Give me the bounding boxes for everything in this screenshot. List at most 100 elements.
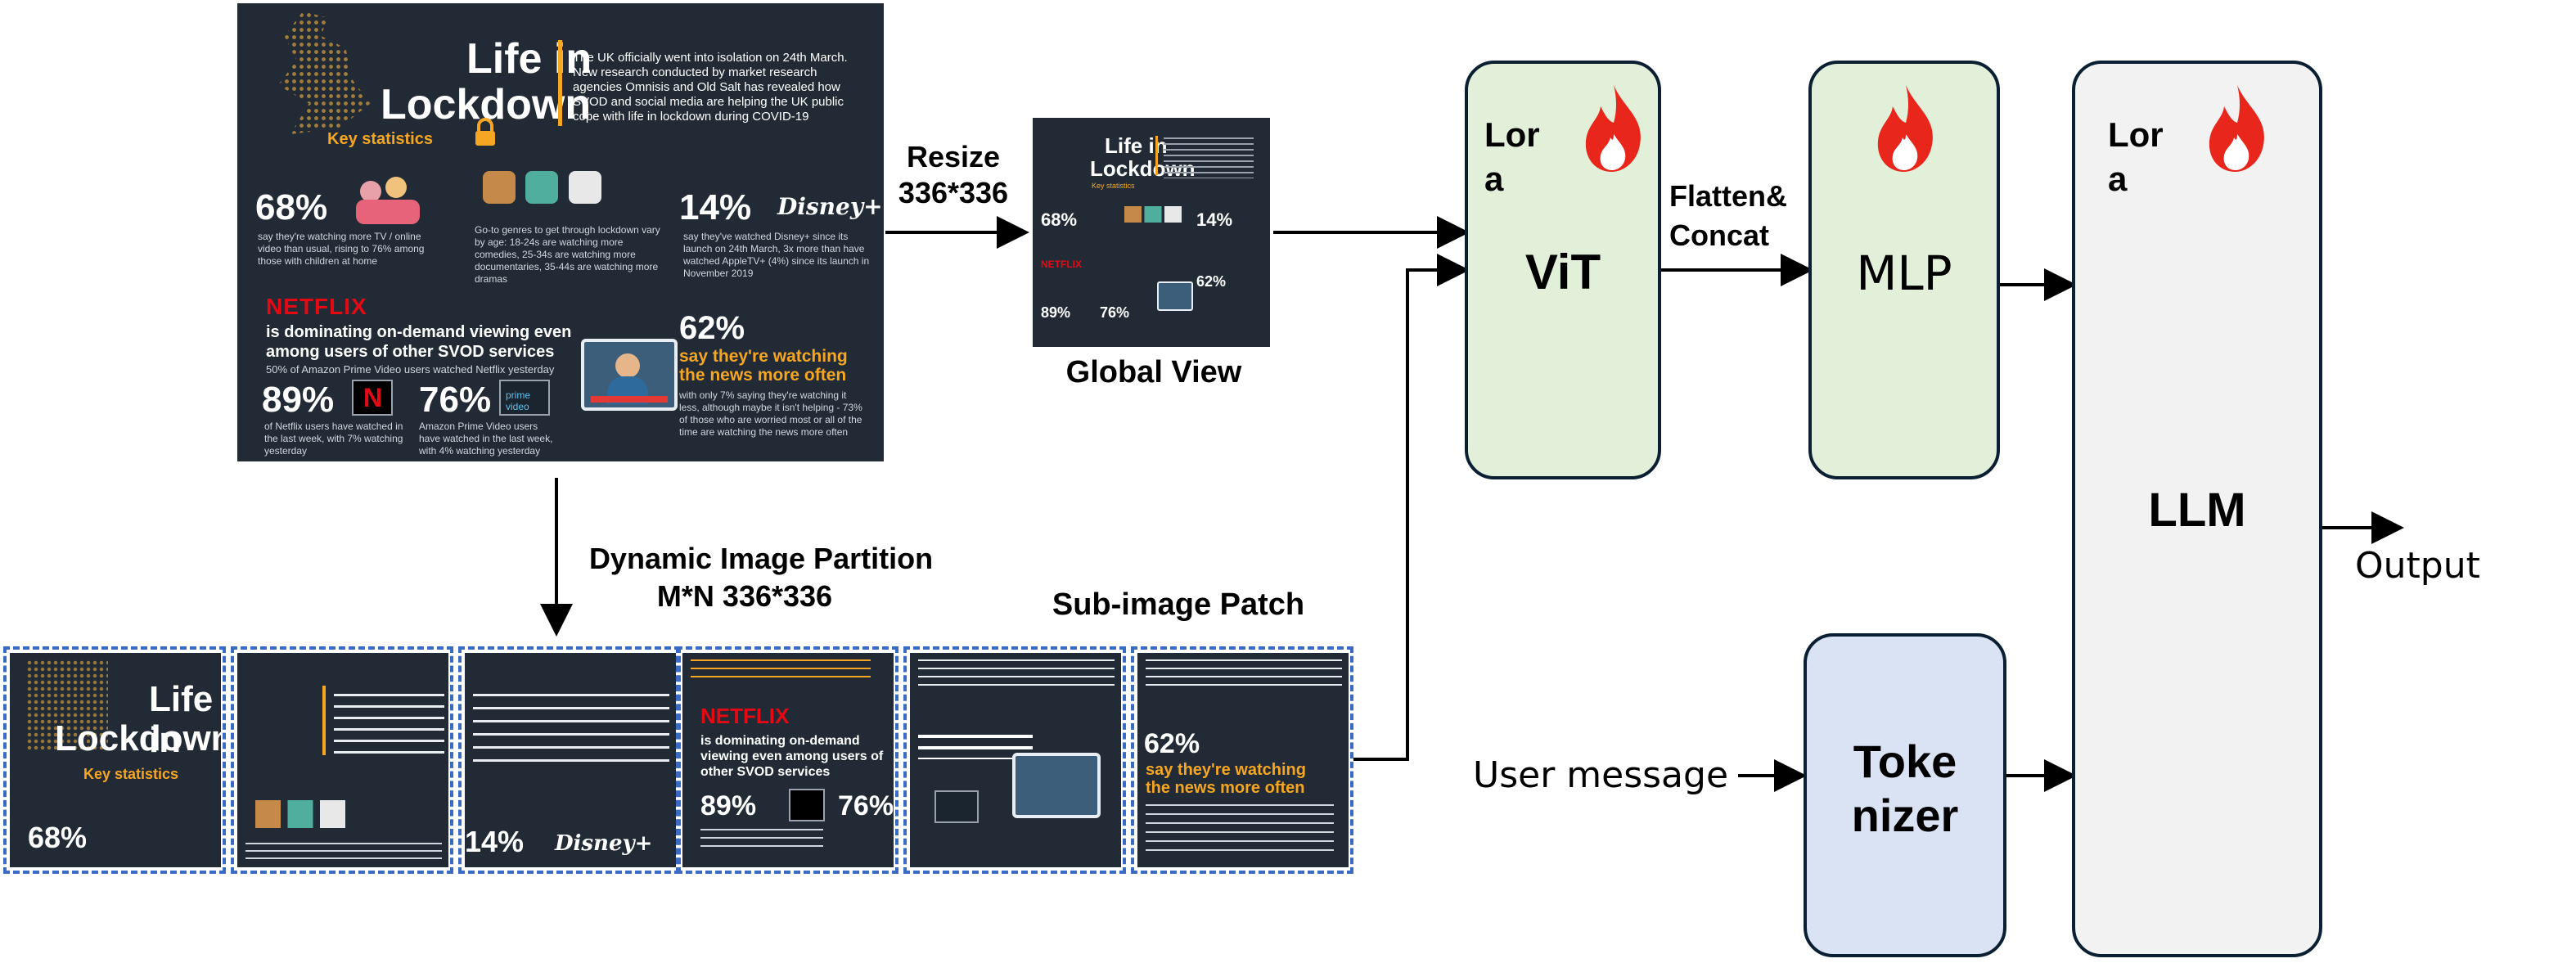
tile4-stat-76: 76% xyxy=(838,790,894,821)
tokenizer-box: Toke nizer xyxy=(1804,633,2006,957)
tile6-stat-62-headline: say they're watching the news more often xyxy=(1146,761,1306,797)
tile2-genre-lines xyxy=(245,843,442,862)
stat-14-text: say they've watched Disney+ since its la… xyxy=(683,231,870,279)
netflix-logo: NETFLIX xyxy=(266,294,367,319)
vit-label: ViT xyxy=(1524,245,1601,299)
mlp-label: MLP xyxy=(1856,245,1952,301)
tile5-prime-box xyxy=(934,790,979,823)
resize-label: Resize 336*336 xyxy=(892,139,1015,211)
sub-image-6 xyxy=(1131,646,1353,874)
tile4-stat-89: 89% xyxy=(700,790,757,821)
fire-icon xyxy=(1585,85,1641,172)
infographic-title: Life in Lockdown xyxy=(381,35,592,128)
tile2-genre-icons xyxy=(255,800,345,828)
llm-lora-line1: Lor xyxy=(2108,115,2164,154)
comedy-icon xyxy=(483,171,516,204)
vit-lora-line2: a xyxy=(1484,160,1504,198)
genre-icons xyxy=(483,171,608,208)
sub-image-3-content: 14% Disney+ xyxy=(465,653,676,867)
stat-62: 62% xyxy=(679,310,745,346)
fire-icon xyxy=(2209,85,2264,172)
stat-76: 76% xyxy=(419,380,492,420)
tile4-netflix-box xyxy=(789,789,825,821)
family-icon xyxy=(356,177,421,226)
tile3-intro-lines xyxy=(473,694,669,767)
tokenizer-line2: nizer xyxy=(1851,790,1959,841)
vit-lora-line1: Lor xyxy=(1484,115,1540,154)
title-line1: Life in xyxy=(466,35,592,83)
stat-14: 14% xyxy=(679,187,752,227)
flatten-label: Flatten& Concat xyxy=(1669,177,1800,255)
vit-lora-label: Lor a xyxy=(1484,113,1540,201)
sub-image-5-content xyxy=(910,653,1121,867)
tile1-title-line2: Lockdown xyxy=(55,718,221,758)
thumb-netflix: NETFLIX xyxy=(1041,259,1082,270)
sub-image-4 xyxy=(676,646,898,874)
sub-image-3 xyxy=(458,646,681,874)
thumb-stat-89: 89% xyxy=(1041,304,1071,321)
sub-image-6-content: 62% say they're watching the news more o… xyxy=(1137,653,1349,867)
user-message-label: User message xyxy=(1473,754,1729,796)
partition-line1: Dynamic Image Partition xyxy=(588,542,934,575)
tokenizer-label: Toke nizer xyxy=(1807,735,2003,843)
intro-text: The UK officially went into isolation on… xyxy=(573,51,848,124)
sub-image-5 xyxy=(903,646,1126,874)
intro-divider xyxy=(558,40,562,126)
thumb-tv-icon xyxy=(1157,281,1193,311)
llm-label: LLM xyxy=(2148,484,2246,537)
sub-image-patch-label: Sub-image Patch xyxy=(1052,587,1305,622)
stat-89-text: of Netflix users have watched in the las… xyxy=(264,421,403,457)
llm-box: Lor a LLM xyxy=(2072,61,2322,957)
tile5-top-lines xyxy=(918,659,1115,692)
llm-lora-label: Lor a xyxy=(2108,113,2164,201)
stat-68-text: say they're watching more TV / online vi… xyxy=(258,231,425,267)
global-view-thumbnail: Life in Lockdown Key statistics 68% 14% … xyxy=(1033,118,1270,347)
tile6-stat-62: 62% xyxy=(1144,728,1200,759)
thumb-genre-icons xyxy=(1124,206,1182,223)
tile4-netflix-logo: NETFLIX xyxy=(700,704,790,728)
tile3-disney-logo: Disney+ xyxy=(555,831,653,856)
tokenizer-line1: Toke xyxy=(1853,736,1957,787)
tile1-stat-68: 68% xyxy=(28,821,88,854)
partition-label: Dynamic Image Partition M*N 336*336 xyxy=(532,540,990,615)
resize-text: Resize xyxy=(906,140,1001,173)
tile1-map-icon xyxy=(26,659,108,749)
tile4-text-lines xyxy=(700,829,823,853)
tile6-text-lines xyxy=(1146,804,1334,853)
sub-image-2 xyxy=(231,646,453,874)
netflix-headline: is dominating on-demand viewing even amo… xyxy=(266,323,572,361)
tile6-top-lines xyxy=(1146,659,1342,692)
flatten-line1: Flatten& xyxy=(1669,179,1787,213)
main-infographic: Life in Lockdown Key statistics The UK o… xyxy=(237,3,884,461)
output-label: Output xyxy=(2355,545,2480,587)
partition-line2: M*N 336*336 xyxy=(656,579,833,613)
tile2-intro-lines xyxy=(334,694,444,755)
lock-icon xyxy=(475,118,495,146)
drama-icon xyxy=(568,171,601,204)
sub-image-1 xyxy=(3,646,226,874)
tile5-tv-icon xyxy=(1012,753,1101,818)
sub-image-4-content: NETFLIX is dominating on-demand viewing … xyxy=(682,653,894,867)
tile1-title-line1: Life in xyxy=(149,679,214,760)
thumb-stat-76: 76% xyxy=(1100,304,1130,321)
stat-76-text: Amazon Prime Video users have watched in… xyxy=(419,421,553,457)
thumb-key-statistics: Key statistics xyxy=(1092,182,1135,190)
prime-box-label: prime video xyxy=(506,389,531,412)
flatten-line2: Concat xyxy=(1669,218,1770,252)
tile3-stat-14: 14% xyxy=(465,825,525,858)
vit-box: Lor a ViT xyxy=(1465,61,1661,479)
resize-size: 336*336 xyxy=(898,176,1009,209)
disney-logo: Disney+ xyxy=(777,193,883,220)
stat-89: 89% xyxy=(262,380,335,420)
thumb-intro-lines xyxy=(1164,137,1254,178)
genre-text: Go-to genres to get through lockdown var… xyxy=(475,224,660,285)
stat-68: 68% xyxy=(255,187,328,227)
tile2-divider xyxy=(322,686,326,755)
stat-62-text: with only 7% saying they're watching it … xyxy=(679,389,862,438)
stat-62-headline: say they're watching the news more often xyxy=(679,347,848,385)
tile4-netflix-headline: is dominating on-demand viewing even amo… xyxy=(700,734,884,779)
arrow-patches-to-vit xyxy=(1353,254,1470,761)
netflix-box: N xyxy=(352,380,393,416)
sub-image-2-content xyxy=(237,653,448,867)
